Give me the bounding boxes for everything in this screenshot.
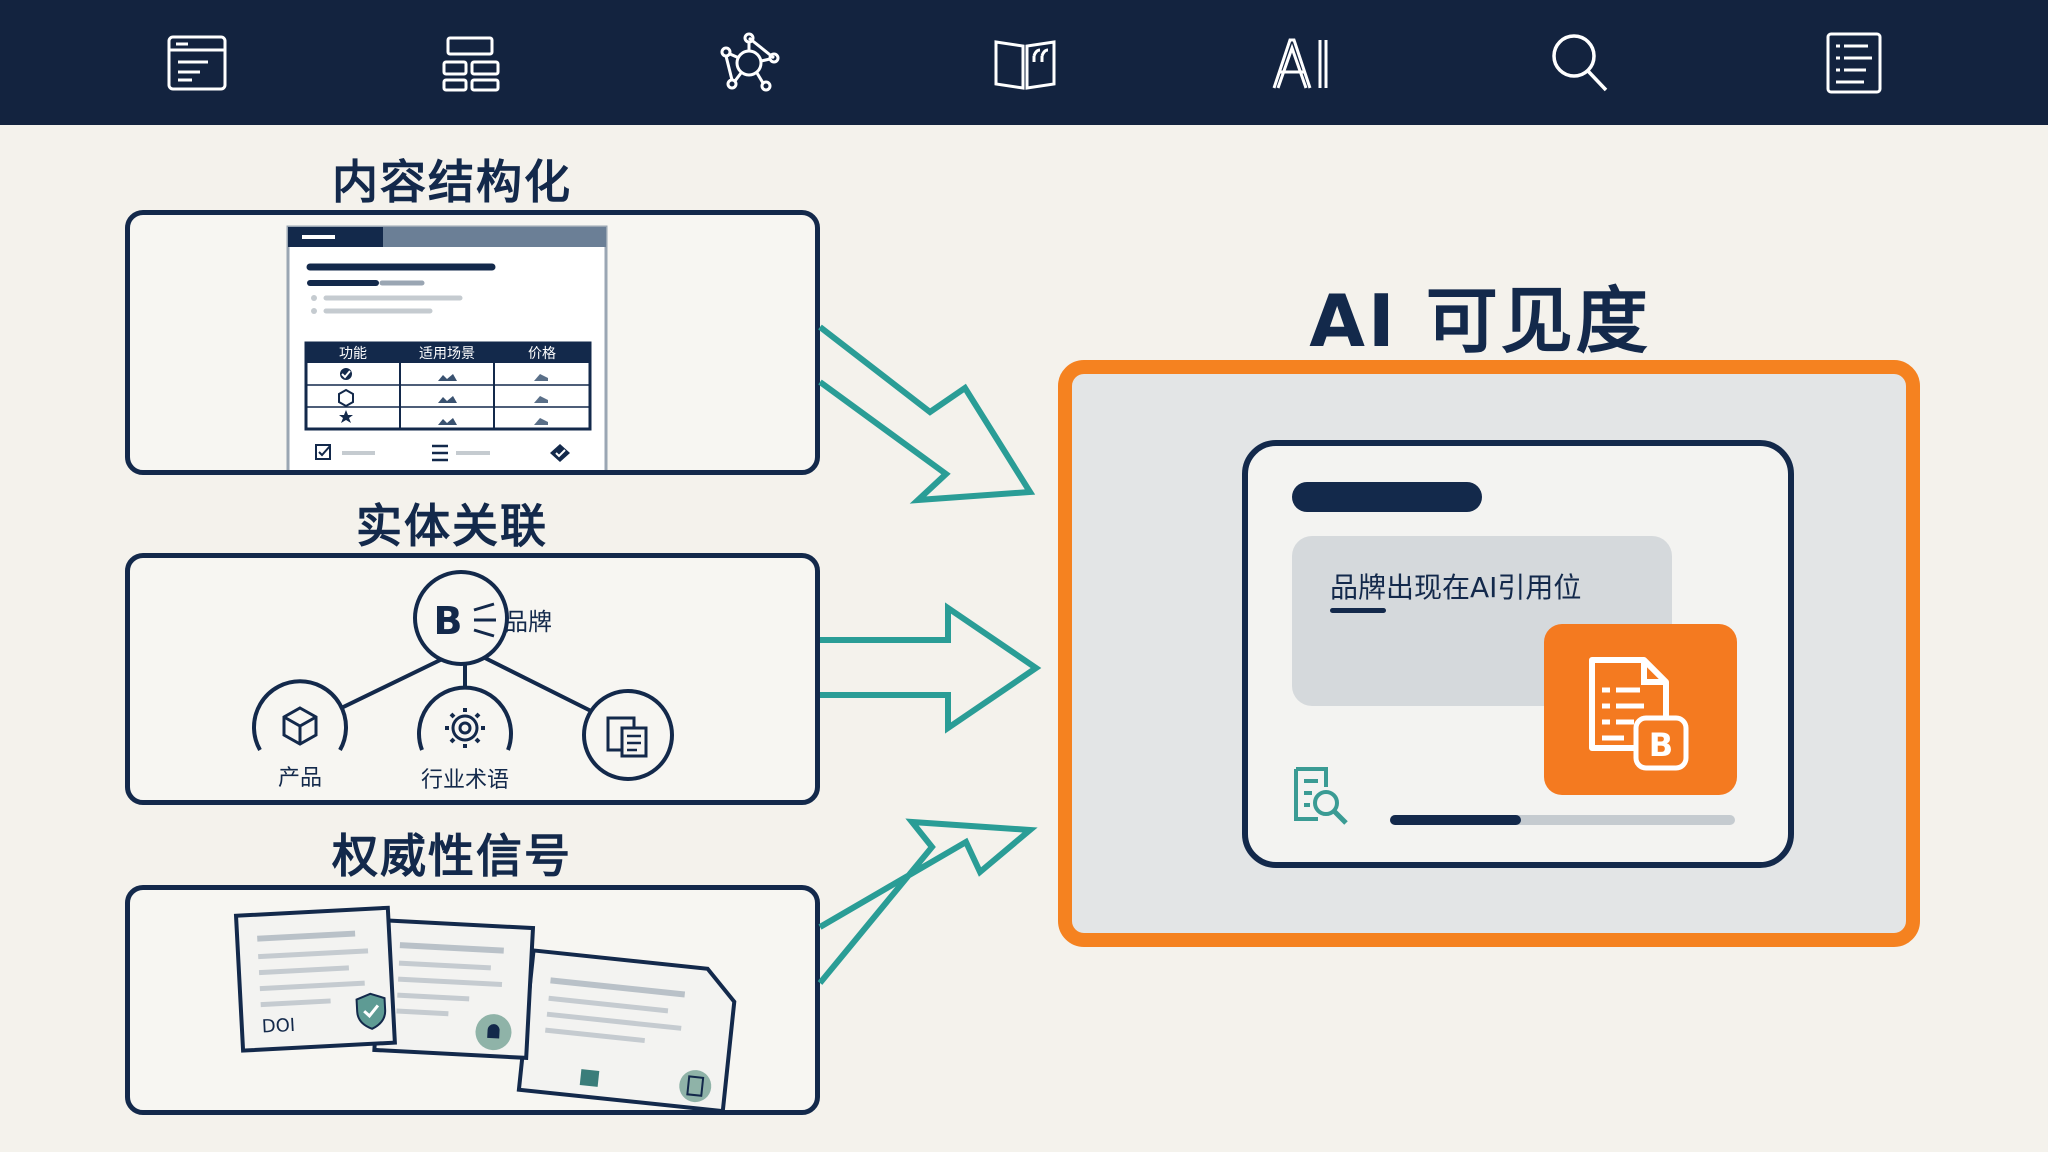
entities-title: 实体关联 [356, 499, 548, 553]
brand-node-label: 品牌 [504, 608, 552, 636]
structure-card: 功能 适用场景 价格 [125, 210, 820, 475]
industry-term-node-label: 行业术语 [421, 768, 509, 793]
product-node-label: 产品 [278, 766, 322, 791]
network-graph-icon[interactable] [714, 28, 784, 98]
citation-underline [1330, 608, 1386, 613]
ai-text-icon[interactable] [1268, 28, 1338, 98]
authority-card: DOI [125, 885, 820, 1115]
entities-card: B 品牌 产品 行业术语 [125, 553, 820, 805]
document-list-icon[interactable] [1818, 28, 1888, 98]
book-quote-icon[interactable] [990, 28, 1060, 98]
visibility-title: AI 可见度 [1309, 279, 1651, 363]
authority-title: 权威性信号 [332, 829, 572, 883]
brand-document-icon: B [1589, 657, 1689, 771]
visibility-progress-bar [1390, 815, 1735, 825]
search-icon[interactable] [1544, 28, 1614, 98]
table-header-scenario: 适用场景 [419, 346, 475, 362]
badge-letter: B [1649, 726, 1673, 764]
table-header-feature: 功能 [339, 346, 367, 362]
table-header-price: 价格 [528, 346, 556, 362]
authority-documents-illustration: DOI [233, 905, 737, 1110]
visibility-progress-fill [1390, 815, 1522, 825]
arrow-authority-to-visibility [817, 818, 1038, 985]
layout-blocks-icon[interactable] [436, 28, 506, 98]
top-nav-bar [0, 0, 2048, 125]
entity-graph-illustration: B 品牌 产品 行业术语 [252, 570, 674, 793]
structured-page-illustration: 功能 适用场景 价格 [286, 225, 608, 470]
search-document-icon [1294, 767, 1348, 825]
citation-text: 品牌出现在AI引用位 [1330, 571, 1582, 604]
structure-title: 内容结构化 [332, 155, 572, 209]
arrow-entities-to-visibility [820, 602, 1042, 734]
doi-label: DOI [261, 1015, 295, 1038]
brand-citation-badge: B [1544, 624, 1737, 795]
browser-window-icon[interactable] [162, 28, 232, 98]
brand-node-letter: B [434, 599, 463, 643]
window-title-bar [1292, 482, 1482, 512]
arrow-structure-to-visibility [818, 324, 1036, 504]
